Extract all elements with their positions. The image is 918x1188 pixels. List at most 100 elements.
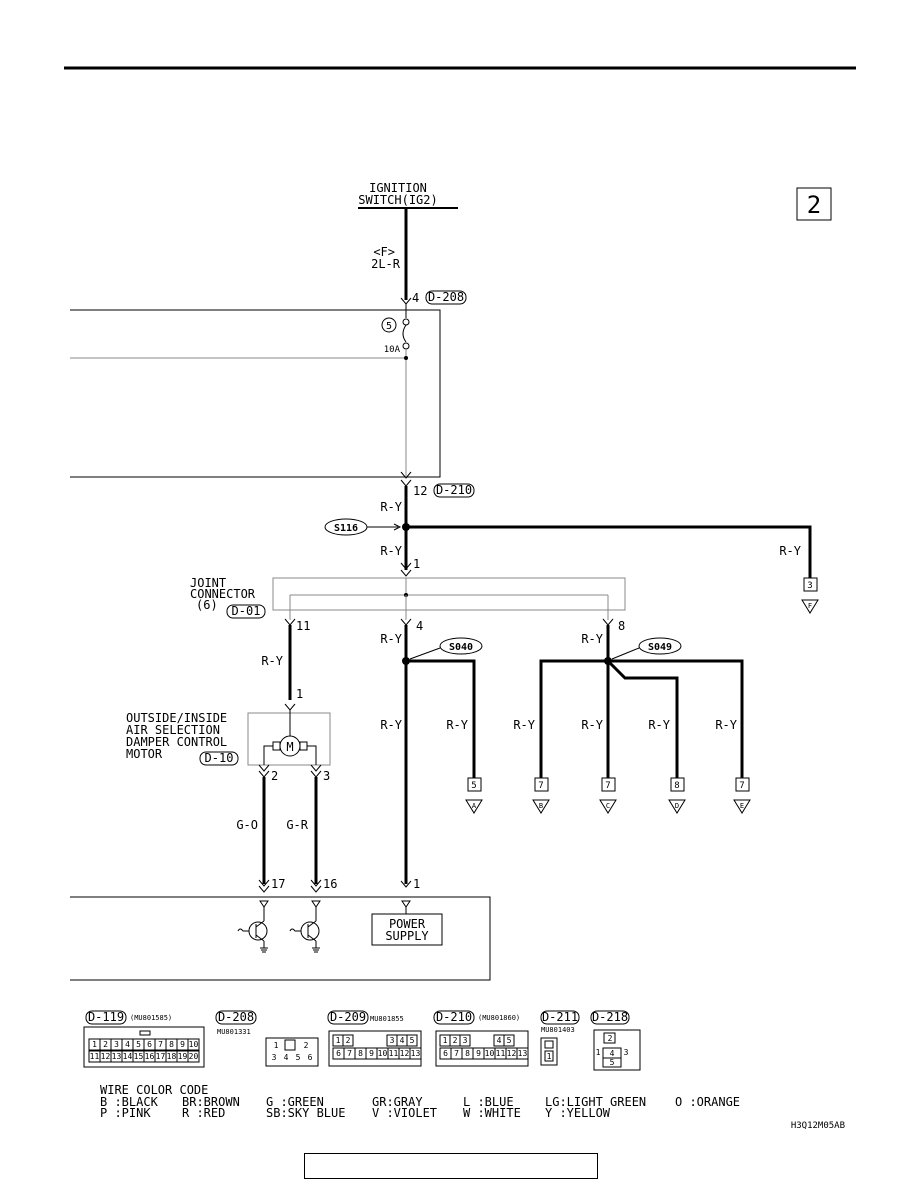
pin-4-d208: 4	[412, 291, 419, 305]
wire-label-ry-power: R-Y	[380, 718, 402, 732]
d210-pin-label: 4	[497, 1036, 502, 1045]
d119-pin-cell	[187, 1038, 200, 1051]
d209-pin-label: 8	[358, 1049, 363, 1058]
wcc-w: W :WHITE	[463, 1106, 521, 1120]
d218-pin-2: 2	[608, 1034, 613, 1043]
d209-pin-label: 2	[346, 1036, 351, 1045]
terminal-letter-c: C	[606, 802, 610, 810]
terminal-flag-d	[668, 799, 686, 814]
d01-tag	[226, 604, 266, 619]
motor-brush-right	[299, 741, 308, 751]
joint-connector-label-1: JOINT	[190, 576, 226, 590]
wire-label-ry-pin8: R-Y	[581, 632, 603, 646]
d119-pin-label: 10	[189, 1040, 199, 1049]
d208-small-tag-label: D-208	[218, 1010, 254, 1024]
transistor-icon-2	[289, 907, 320, 953]
pin-11-joint: 11	[296, 619, 310, 633]
terminal-d: 8 D	[668, 777, 686, 814]
d119-pin-label: 5	[136, 1040, 141, 1049]
junction-dot-internal	[404, 356, 408, 360]
d210-pin-label: 10	[485, 1049, 495, 1058]
d210-pin-label: 11	[496, 1049, 506, 1058]
wire-color-2l-r: 2L-R	[371, 257, 401, 271]
ecu-pin-flag-1	[401, 900, 411, 908]
fuse-number: 5	[386, 321, 392, 332]
wire-label-ry-trunk-lower: R-Y	[380, 544, 402, 558]
d210-pin-label: 8	[465, 1049, 470, 1058]
d210-pin-cell	[516, 1047, 529, 1060]
d210-part-number: (MU801860)	[478, 1014, 520, 1022]
d210-pin-label: 5	[507, 1036, 512, 1045]
d209-pin-label: 10	[378, 1049, 388, 1058]
terminal-letter-e: E	[740, 802, 744, 810]
terminal-box-f	[803, 577, 818, 592]
terminal-box-a	[467, 777, 482, 792]
d209-pin-cell	[342, 1034, 354, 1047]
wire-color-code-title: WIRE COLOR CODE	[100, 1083, 208, 1097]
d210-pin-cell	[503, 1034, 515, 1047]
d210-tag	[433, 483, 475, 498]
d208-pin-4: 4	[284, 1053, 289, 1062]
d01-tag-label: D-01	[232, 604, 261, 618]
terminal-flag-b	[532, 799, 550, 814]
d208-part-number: MU801331	[217, 1028, 251, 1036]
wcc-y: Y :YELLOW	[545, 1106, 611, 1120]
motor-label-2: AIR SELECTION	[126, 723, 220, 737]
terminal-flag-f	[801, 599, 819, 614]
d208-pins: 1 2 3 4 5 6	[272, 1041, 313, 1062]
d119-pin-label: 16	[145, 1052, 155, 1061]
d208-tag	[425, 290, 467, 305]
pin-2-motor: 2	[271, 769, 278, 783]
d209-pin-label: 6	[336, 1049, 341, 1058]
terminal-letter-b: B	[539, 802, 543, 810]
terminal-num-e: 7	[739, 781, 744, 791]
connector-arrow-ecu-1	[400, 880, 412, 888]
wire-label-ry-branch-e: R-Y	[715, 718, 737, 732]
power-supply-label-2: SUPPLY	[385, 929, 429, 943]
connector-arrow-ecu-17b	[258, 885, 270, 893]
motor-label-3: DAMPER CONTROL	[126, 735, 227, 749]
d209-pin-label: 1	[336, 1036, 341, 1045]
connector-arrow-d210-lower	[400, 479, 412, 487]
d210-pin-label: 6	[443, 1049, 448, 1058]
pin-1-ecu: 1	[413, 877, 420, 891]
fuse-terminal-bottom	[402, 342, 410, 350]
ecu-pin-flag-17	[259, 900, 269, 908]
terminal-num-c: 7	[605, 781, 610, 791]
d210-pin-label: 9	[476, 1049, 481, 1058]
joint-connector-box	[272, 577, 626, 611]
connector-arrow-ecu-17a	[258, 879, 270, 887]
motor-lead-right	[307, 745, 317, 765]
terminal-e: 7 E	[733, 777, 751, 814]
d218-pin-5: 5	[610, 1058, 615, 1067]
terminal-letter-f: F	[808, 602, 812, 610]
d211-tag	[540, 1010, 580, 1025]
wire-ry-branch-a	[406, 659, 476, 778]
connector-arrow-ecu-16b	[310, 885, 322, 893]
d209-pin-label: 4	[400, 1036, 405, 1045]
d211-part-number: MU801403	[541, 1026, 575, 1034]
d209-pin-cell	[406, 1034, 418, 1047]
d119-pin-label: 20	[189, 1052, 199, 1061]
d208-tag-label: D-208	[428, 290, 464, 304]
terminal-num-a: 5	[471, 781, 476, 791]
d211-pin-cell	[544, 1050, 554, 1062]
s049-pointer	[611, 647, 640, 660]
d218-pin-3: 3	[624, 1048, 629, 1057]
d210-pin-label: 12	[507, 1049, 517, 1058]
s040-pointer	[409, 647, 441, 660]
d209-tag-label: D-209	[330, 1010, 366, 1024]
d210-pin-label: 7	[454, 1049, 459, 1058]
wire-ry-branch-b	[539, 659, 608, 778]
d210-pin-label: 2	[453, 1036, 458, 1045]
wire-label-ry-branch-f: R-Y	[779, 544, 801, 558]
wire-label-ry-motor-feed: R-Y	[261, 654, 283, 668]
d119-pin-label: 15	[134, 1052, 144, 1061]
wire-fuse-ref: <F>	[373, 245, 395, 259]
d210-small-tag	[433, 1010, 475, 1025]
d119-pin-label: 1	[92, 1040, 97, 1049]
wcc-l: L :BLUE	[463, 1095, 514, 1109]
